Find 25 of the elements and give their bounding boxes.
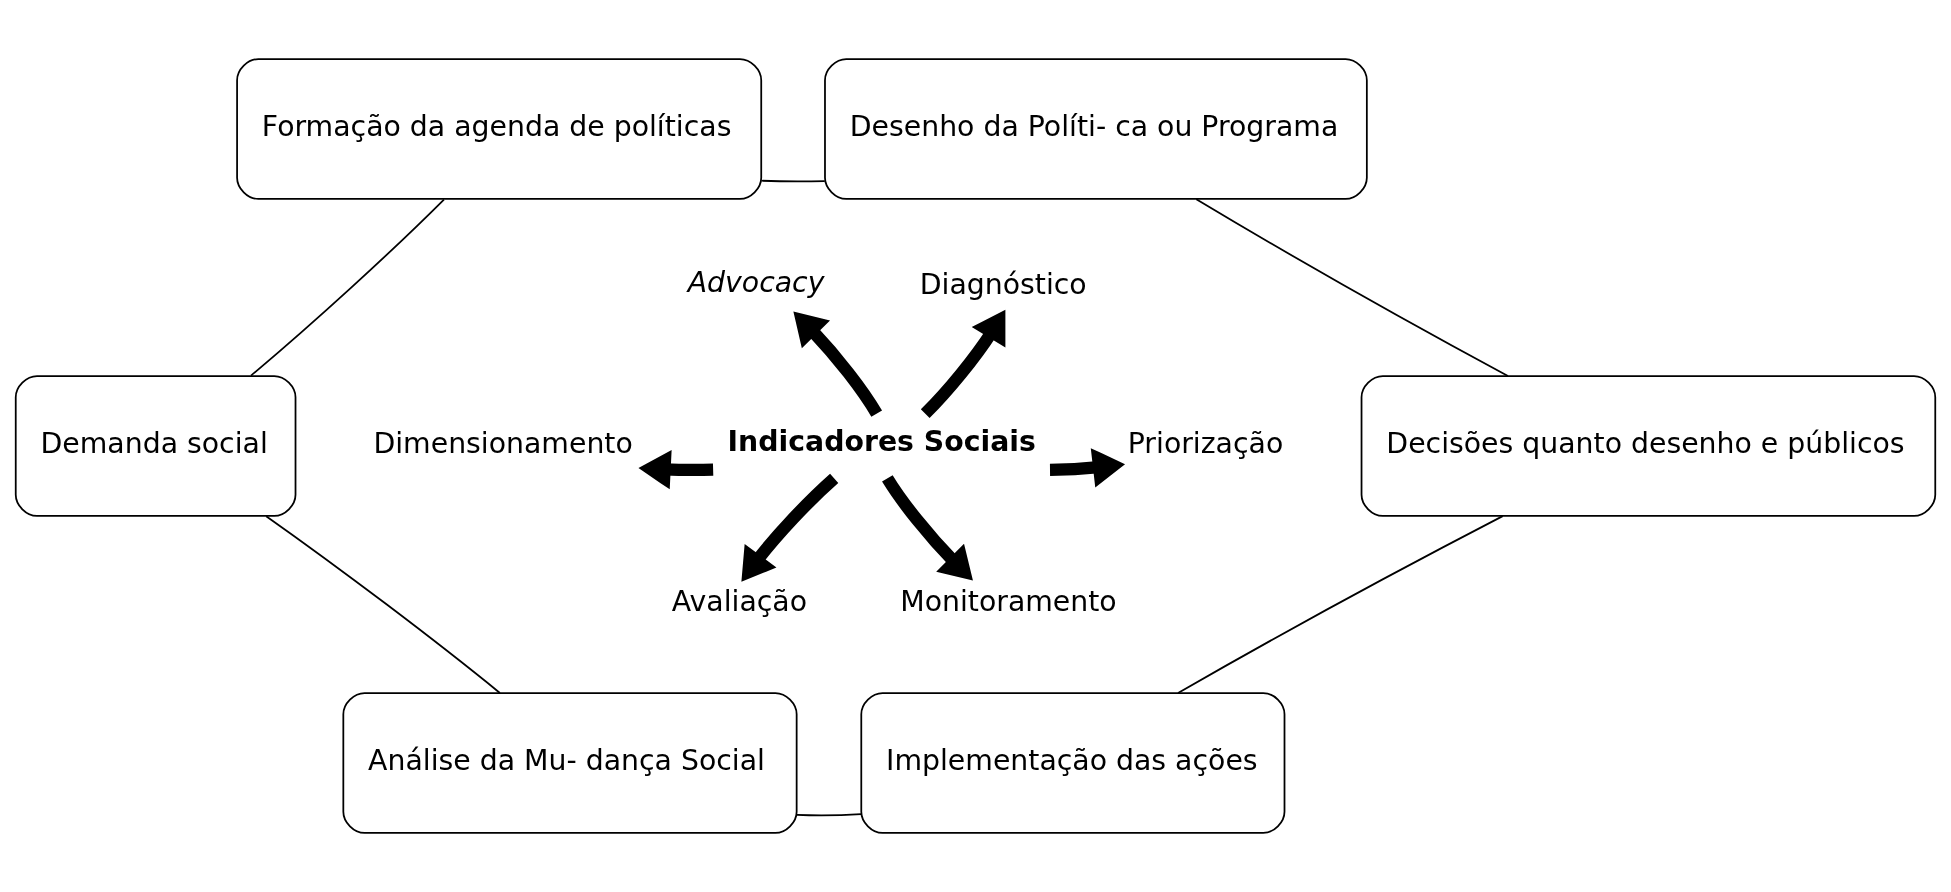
connector	[760, 179, 826, 183]
node-text: Priorização	[1127, 426, 1284, 460]
node-box: Implementação das ações	[860, 692, 1286, 834]
arrow	[793, 311, 882, 417]
arrow	[920, 309, 1006, 419]
node-box: Análise da Mu- dança Social	[342, 692, 798, 834]
connector	[265, 515, 501, 694]
arrow	[1049, 448, 1126, 488]
node-box: Desenho da Políti- ca ou Programa	[824, 58, 1368, 200]
arrow	[638, 449, 714, 490]
node-box: Formação da agenda de políticas	[236, 58, 763, 200]
node-text: Monitoramento	[900, 585, 1117, 619]
node-text: Indicadores Sociais	[727, 424, 1036, 458]
arrow	[741, 473, 839, 582]
node-box: Demanda social	[14, 375, 297, 517]
node-box: Decisões quanto desenho e públicos	[1360, 375, 1937, 517]
node-text: Diagnóstico	[919, 268, 1087, 302]
connector	[796, 813, 862, 817]
node-text: Advocacy	[687, 266, 825, 300]
node-text: Dimensionamento	[373, 426, 633, 460]
connector	[1177, 515, 1504, 694]
connector	[1195, 198, 1509, 377]
arrow	[882, 475, 973, 581]
connector	[250, 198, 445, 377]
node-text: Avaliação	[671, 585, 808, 619]
